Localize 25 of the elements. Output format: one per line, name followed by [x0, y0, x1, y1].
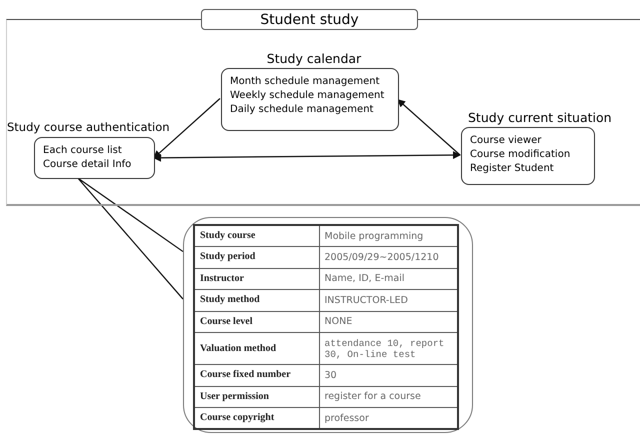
- field-name: Course level: [194, 311, 319, 332]
- field-name: Instructor: [194, 268, 319, 290]
- module-item: Daily schedule management: [230, 103, 374, 117]
- frame-title: Student study: [201, 9, 418, 30]
- module-item: Course viewer: [470, 134, 542, 148]
- field-name: Study course: [194, 225, 319, 246]
- arrow: [153, 151, 461, 162]
- arrow: [153, 98, 220, 158]
- field-name: User permission: [194, 386, 319, 408]
- field-name: Study method: [194, 290, 319, 311]
- field-name: Course fixed number: [194, 364, 319, 386]
- module-item: Month schedule management: [230, 75, 381, 89]
- module-item: Course modification: [470, 148, 572, 162]
- field-name: Study period: [194, 246, 319, 268]
- arrow: [397, 99, 460, 156]
- module-item: Register Student: [470, 162, 555, 176]
- module-item: Course detail Info: [43, 158, 132, 172]
- module-item: Each course list: [43, 144, 123, 158]
- module-heading: Study calendar: [266, 51, 362, 66]
- leader-line: [77, 177, 184, 300]
- module-heading: Study current situation: [468, 110, 613, 125]
- module-item: Weekly schedule management: [230, 89, 386, 103]
- module-heading: Study course authentication: [7, 120, 171, 135]
- field-name: Valuation method: [194, 332, 319, 364]
- callout-bubble: [183, 217, 473, 433]
